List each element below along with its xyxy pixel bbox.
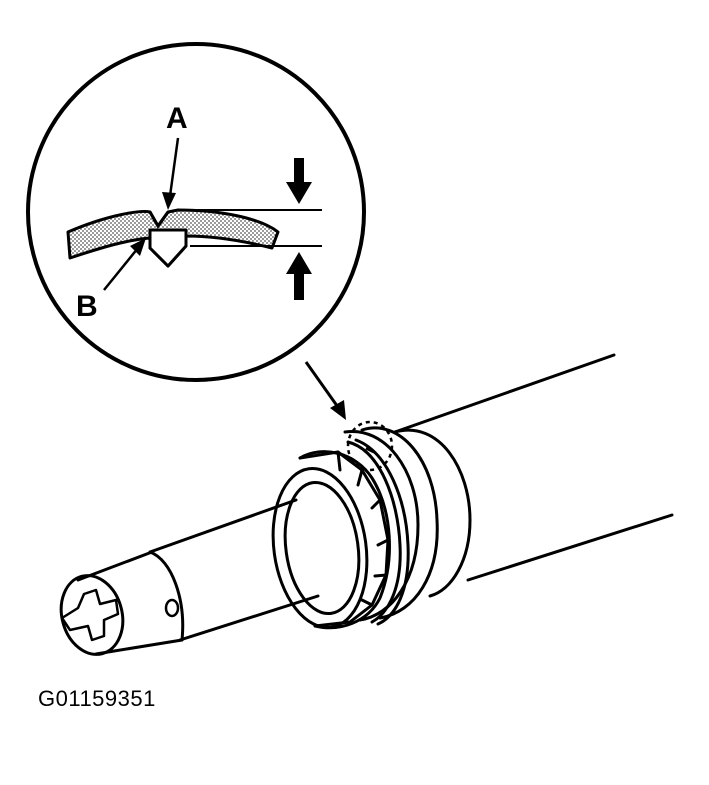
callout-a-label: A bbox=[166, 102, 188, 135]
stake-location-marker bbox=[346, 420, 394, 472]
callout-a-leader bbox=[162, 137, 180, 210]
lock-nut bbox=[298, 450, 391, 630]
figure-code: G01159351 bbox=[38, 686, 156, 711]
shaft-end-face bbox=[59, 574, 125, 656]
inner-shaft bbox=[148, 498, 298, 554]
end-slot bbox=[60, 588, 120, 642]
detail-magnifier: A B bbox=[26, 42, 366, 382]
outer-tube bbox=[393, 353, 616, 434]
callout-b-leader bbox=[103, 238, 146, 291]
magnifier-leader bbox=[304, 361, 346, 420]
pin-hole bbox=[164, 598, 180, 618]
stake-punch bbox=[148, 228, 188, 268]
dimension-arrow-top bbox=[286, 158, 312, 204]
tube-collar bbox=[393, 428, 472, 598]
shaft-assembly bbox=[59, 353, 674, 656]
callout-b-label: B bbox=[76, 290, 98, 323]
dimension-arrow-bottom bbox=[286, 252, 312, 300]
nut-face bbox=[271, 467, 369, 629]
